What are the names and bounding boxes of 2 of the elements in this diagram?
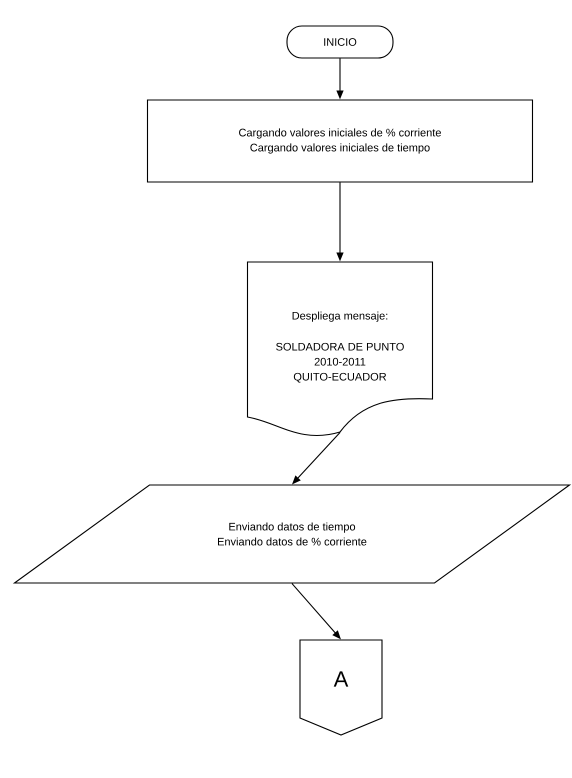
process-box: Cargando valores iniciales de % corriente Cargando valores iniciales de tiempo — [146, 99, 534, 183]
off-page-connector: A — [299, 639, 383, 736]
